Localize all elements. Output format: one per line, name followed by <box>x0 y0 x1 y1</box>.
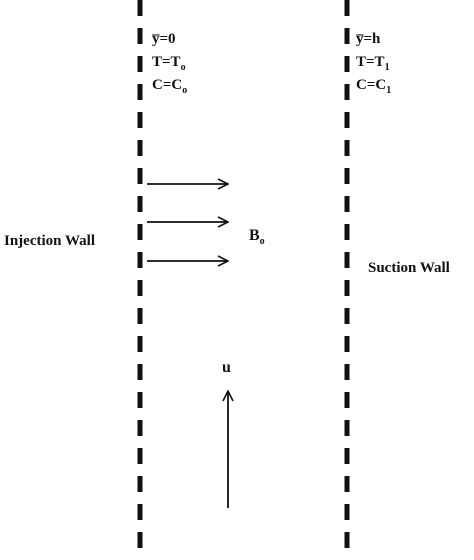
left-condition-y: y̅=0 <box>152 31 176 47</box>
injection-wall-label: Injection Wall <box>4 233 95 249</box>
right-condition-concentration: C=C1 <box>356 77 391 96</box>
left-wall-conditions: y̅=0 T=To C=Co <box>152 31 187 96</box>
velocity-label: u <box>222 359 231 376</box>
left-condition-temperature: T=To <box>152 54 186 73</box>
right-condition-temperature: T=T1 <box>356 54 390 73</box>
magnetic-field-label: Bo <box>249 227 265 247</box>
right-condition-y: y̅=h <box>356 31 381 47</box>
suction-wall-label: Suction Wall <box>368 260 450 276</box>
left-condition-concentration: C=Co <box>152 77 187 96</box>
right-wall-conditions: y̅=h T=T1 C=C1 <box>356 31 391 96</box>
